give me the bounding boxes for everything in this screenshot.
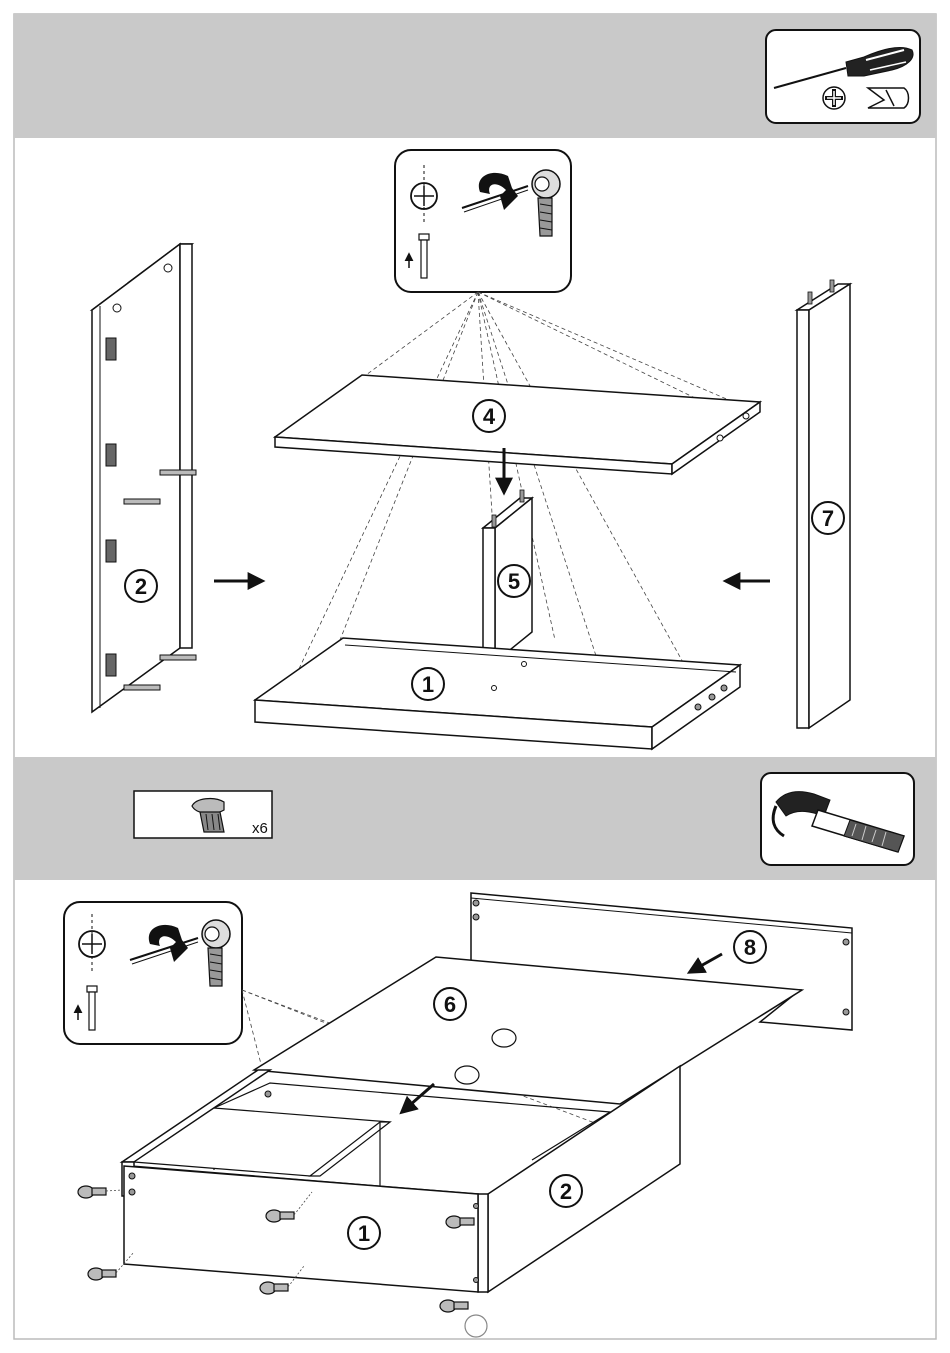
tool-box-hammer bbox=[761, 773, 914, 865]
cam-lock-detail-callout-2 bbox=[64, 902, 242, 1044]
cam-lock-detail-callout bbox=[395, 150, 571, 292]
tool-box-screwdriver bbox=[766, 30, 920, 123]
part-2-number: 2 bbox=[135, 574, 147, 599]
part-6-label: 6 bbox=[434, 988, 466, 1020]
part-5-label: 5 bbox=[498, 565, 530, 597]
part-1b-number: 1 bbox=[358, 1221, 370, 1246]
part-1-label: 1 bbox=[412, 668, 444, 700]
page-number-circle bbox=[465, 1315, 487, 1337]
part-2b-label: 2 bbox=[550, 1175, 582, 1207]
part-6-number: 6 bbox=[444, 992, 456, 1017]
part-2-label: 2 bbox=[125, 570, 157, 602]
phillips-tip-icon bbox=[823, 87, 845, 109]
hardware-count-box: x6 bbox=[134, 791, 272, 838]
part-4-label: 4 bbox=[473, 400, 505, 432]
part-4-number: 4 bbox=[483, 404, 496, 429]
part-7-label: 7 bbox=[812, 502, 844, 534]
part-1-number: 1 bbox=[422, 672, 434, 697]
part-8-label: 8 bbox=[734, 931, 766, 963]
part-2b-number: 2 bbox=[560, 1179, 572, 1204]
hardware-quantity: x6 bbox=[252, 820, 268, 837]
part-7-number: 7 bbox=[822, 506, 834, 531]
part-1b-label: 1 bbox=[348, 1217, 380, 1249]
part-2-side-panel bbox=[92, 244, 196, 712]
part-5-number: 5 bbox=[508, 569, 520, 594]
part-8-number: 8 bbox=[744, 935, 756, 960]
